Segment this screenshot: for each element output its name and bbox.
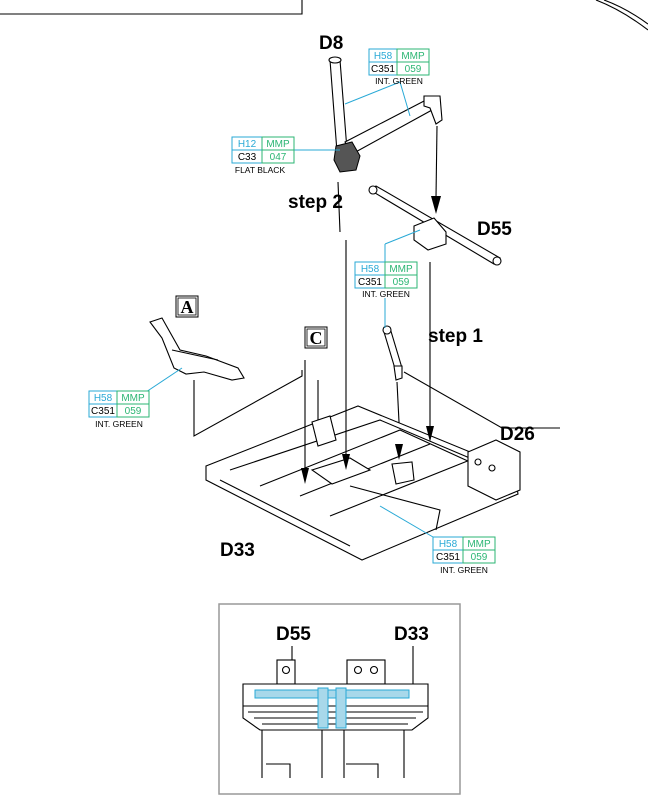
paint-name: INT. GREEN	[440, 565, 488, 575]
arrow-down-icon	[301, 468, 309, 484]
callout-c-label: C	[310, 328, 323, 348]
paint-chip-part-a: H58 MMP C351 059 INT. GREEN	[88, 367, 183, 429]
part-a-drawing	[149, 317, 303, 437]
paint-brand: MMP	[389, 264, 413, 275]
page-frame	[0, 0, 648, 31]
step-2-label: step 2	[288, 192, 343, 213]
paint-hobby-code: H58	[374, 51, 393, 62]
part-label-d8: D8	[319, 33, 343, 54]
inset-detail-panel: D55 D33	[218, 603, 461, 795]
callout-c: C	[304, 326, 328, 349]
paint-number: 059	[125, 406, 142, 417]
paint-number: 059	[405, 64, 422, 75]
part-d8-drawing	[328, 56, 443, 233]
paint-name: FLAT BLACK	[235, 165, 286, 175]
paint-brand: MMP	[266, 139, 290, 150]
paint-brand: MMP	[121, 393, 145, 404]
paint-chip-d8-base: H12 MMP C33 047 FLAT BLACK	[231, 136, 340, 175]
paint-chip-d8-rod: H58 MMP C351 059 INT. GREEN	[344, 48, 430, 117]
paint-color-code: C351	[358, 277, 382, 288]
paint-number: 047	[270, 152, 287, 163]
paint-hobby-code: H58	[361, 264, 380, 275]
paint-hobby-code: H58	[94, 393, 113, 404]
arrow-down-icon	[342, 454, 350, 470]
part-label-d26: D26	[500, 424, 535, 445]
paint-name: INT. GREEN	[95, 419, 143, 429]
paint-name: INT. GREEN	[375, 76, 423, 86]
paint-hobby-code: H58	[439, 539, 458, 550]
inset-d55-clamp-highlight	[335, 687, 347, 729]
paint-color-code: C351	[371, 64, 395, 75]
part-d55-drawing	[368, 185, 502, 428]
part-label-d33: D33	[220, 540, 255, 561]
inset-label-d33: D33	[394, 624, 429, 645]
paint-hobby-code: H12	[238, 139, 257, 150]
paint-color-code: C351	[436, 552, 460, 563]
arrow-down-icon	[426, 426, 434, 442]
paint-number: 059	[393, 277, 410, 288]
paint-chip-d33: H58 MMP C351 059 INT. GREEN	[379, 505, 496, 575]
paint-name: INT. GREEN	[362, 289, 410, 299]
inset-label-d55: D55	[276, 624, 311, 645]
arrow-down-icon	[395, 444, 403, 460]
callout-a: A	[175, 295, 199, 318]
callout-a-label: A	[181, 297, 194, 317]
paint-brand: MMP	[467, 539, 491, 550]
paint-number: 059	[471, 552, 488, 563]
part-d26-drawing	[382, 325, 560, 443]
part-d33-drawing	[205, 240, 521, 561]
paint-color-code: C33	[238, 152, 257, 163]
inset-d55-clamp-highlight	[317, 687, 329, 729]
part-label-d55: D55	[477, 219, 512, 240]
paint-color-code: C351	[91, 406, 115, 417]
arrow-down-icon	[431, 196, 441, 214]
paint-chip-d55: H58 MMP C351 059 INT. GREEN	[354, 229, 421, 328]
paint-brand: MMP	[401, 51, 425, 62]
step-1-label: step 1	[428, 326, 483, 347]
inset-d55-bar-highlight	[254, 689, 410, 699]
